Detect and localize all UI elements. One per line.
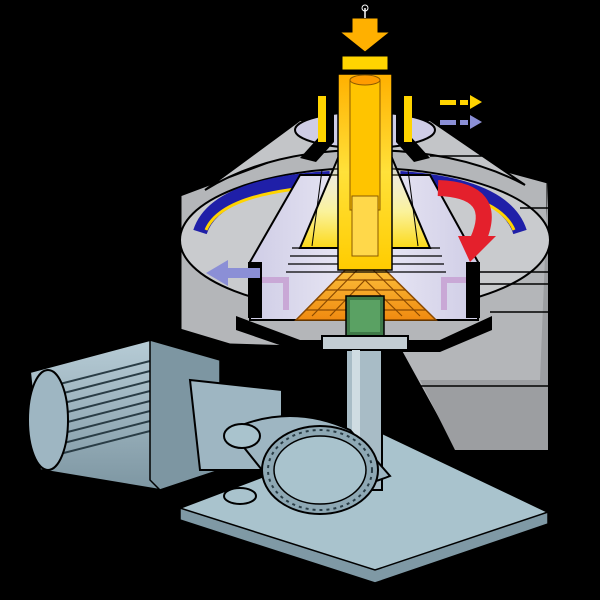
light-phase-outlet-arrow-icon: [440, 95, 482, 109]
mounting-bolt: [223, 487, 257, 505]
feed-inlet-arrow-icon: [338, 4, 392, 71]
base-plate: [179, 430, 551, 585]
bowl-neck: [300, 86, 430, 162]
drive-motor: [27, 338, 283, 492]
gear-housing: [223, 415, 392, 515]
rotation-arrow-icon: [437, 180, 496, 262]
leader-lines: [382, 155, 548, 387]
feed-tube: [337, 73, 393, 271]
heavy-phase-outlet-arrow-icon: [440, 115, 482, 129]
sediment-discharge-arrow-icon: [206, 260, 260, 286]
